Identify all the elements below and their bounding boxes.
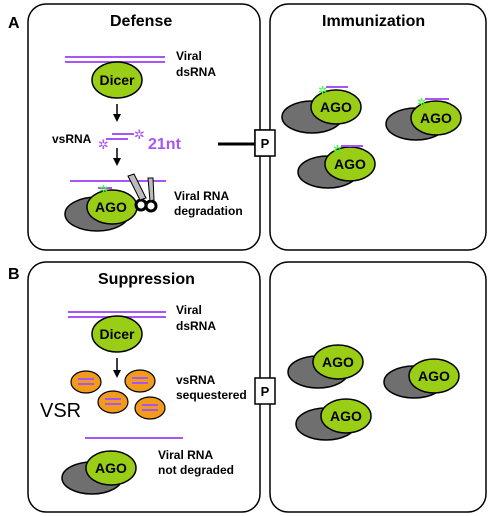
vsrna-label: vsRNA <box>52 132 92 146</box>
viral-dsrna-label-1: Viral <box>176 49 202 63</box>
green-star-icon: ✲ <box>99 183 108 196</box>
arrow-head-1 <box>113 114 121 122</box>
b-viral-dsrna-label-2: dsRNA <box>176 319 216 333</box>
ago-imm-3-label: AGO <box>334 156 366 172</box>
star-vsrna-left-icon: ✲ <box>98 138 109 153</box>
sequestered-label-1: vsRNA <box>176 373 216 387</box>
degradation-label-1: Viral RNA <box>174 189 229 203</box>
panel-a-letter: A <box>8 15 20 32</box>
ago-label: AGO <box>95 199 127 215</box>
b-ago-node <box>85 450 137 486</box>
ago-imm-3-star-icon: ✲ <box>333 143 342 156</box>
vsr-protein-4 <box>134 396 166 420</box>
not-degraded-label-1: Viral RNA <box>158 448 213 462</box>
p-label-b: P <box>261 384 270 399</box>
b-arrow-head <box>113 370 121 378</box>
p-label-a-front: P <box>261 136 270 151</box>
vsr-protein-1 <box>70 370 102 394</box>
p-box-a-front <box>254 129 276 157</box>
suppression-title: Suppression <box>98 271 195 288</box>
vsr-protein-2 <box>124 369 156 393</box>
b-ago-3-label: AGO <box>330 408 362 424</box>
ago-imm-1-star-icon: ✲ <box>318 84 327 97</box>
sequestered-label-2: sequestered <box>176 388 247 402</box>
ago-imm-1-label: AGO <box>320 99 352 115</box>
ago-imm-2-node <box>410 100 462 136</box>
b-dicer-label: Dicer <box>99 326 135 342</box>
defense-title: Defense <box>110 13 172 30</box>
b-ago-label: AGO <box>95 460 127 476</box>
scissors-icon <box>127 173 158 213</box>
b-ago-1-node <box>312 344 364 380</box>
b-ago-2-label: AGO <box>418 368 450 384</box>
dicer-node <box>91 61 143 99</box>
p-box-b <box>254 377 276 405</box>
dicer-label: Dicer <box>99 72 135 88</box>
b-ago-1-label: AGO <box>322 354 354 370</box>
b-ago-2-node <box>408 358 460 394</box>
b-ago-3-node <box>320 398 372 434</box>
ago-imm-2-label: AGO <box>420 110 452 126</box>
viral-dsrna-label-2: dsRNA <box>176 65 216 79</box>
b-viral-dsrna-label-1: Viral <box>176 303 202 317</box>
star-vsrna-right-icon: ✲ <box>134 128 145 143</box>
not-degraded-label-2: not degraded <box>158 463 234 477</box>
defense-box <box>27 3 261 251</box>
vsr-protein-3 <box>97 390 129 414</box>
immunization-title: Immunization <box>322 13 425 30</box>
panel-b-letter: B <box>8 266 20 283</box>
vsr-cluster <box>70 369 166 420</box>
nt-label: 21nt <box>148 136 182 153</box>
degradation-label-2: degradation <box>174 204 243 218</box>
arrow-head-2 <box>113 158 121 166</box>
ago-imm-1-node <box>310 89 362 125</box>
ago-imm-2-star-icon: ✲ <box>417 96 426 109</box>
b-dicer-node <box>91 315 143 353</box>
vsr-label: VSR <box>40 400 81 422</box>
